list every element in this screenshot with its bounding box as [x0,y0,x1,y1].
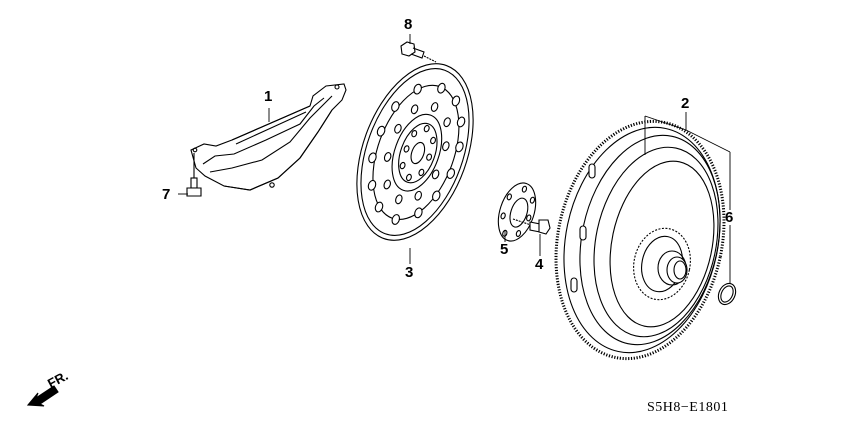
flange-bolt-7-drawing [186,153,202,197]
bolt-4-drawing [512,218,551,235]
callout-5: 5 [500,241,509,258]
callout-6: 6 [725,209,734,226]
flange-bolt-8-drawing [400,41,437,63]
torque-converter-drawing [554,119,726,361]
drive-plate-drawing [356,63,474,241]
diagram-code: S5H8−E1801 [647,400,729,415]
callout-2: 2 [681,95,690,112]
callout-4: 4 [535,256,544,273]
washer-plate-drawing [497,182,537,242]
callout-1: 1 [264,88,273,105]
leader-lines [178,34,731,284]
o-ring-drawing [717,282,737,306]
callout-8: 8 [404,16,413,33]
drive-plate-cover-drawing [190,83,347,191]
callout-7: 7 [162,186,171,203]
arrow-down-left-icon [26,385,59,407]
callout-3: 3 [405,264,414,281]
